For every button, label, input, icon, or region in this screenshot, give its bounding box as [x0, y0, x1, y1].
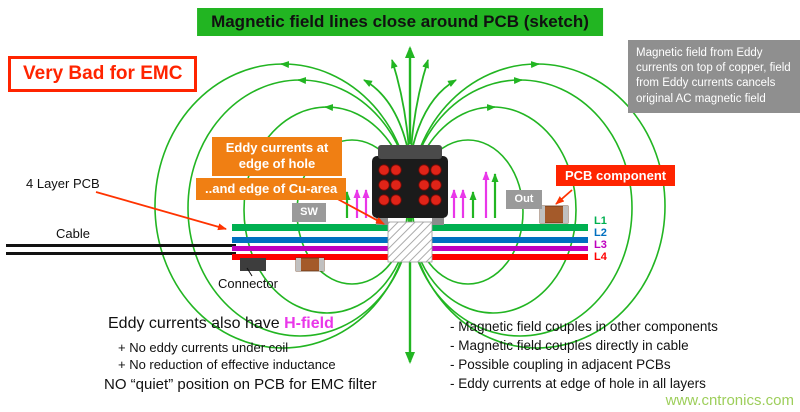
layer-label-l1: L1 [594, 215, 607, 227]
annotation-arrow-hole [331, 195, 385, 225]
hfield-headline-prefix: Eddy currents also have [108, 315, 285, 332]
pcb-hole-hatch [387, 221, 433, 263]
note-right-2: - Magnetic field couples directly in cab… [450, 338, 689, 353]
pcb-component-label: PCB component [556, 165, 676, 186]
h-field-arrows [343, 171, 499, 218]
coil-windings [378, 164, 442, 206]
pcb-component-chip [539, 205, 569, 224]
info-box: Magnetic field from Eddy currents on top… [628, 40, 800, 113]
notes-right: - Magnetic field couples in other compon… [450, 317, 718, 393]
annotation-arrow-pcb [95, 191, 227, 231]
note-right-1: - Magnetic field couples in other compon… [450, 319, 718, 334]
sw-box: SW [292, 203, 326, 222]
coil-component [372, 145, 448, 225]
footer-note: NO “quiet” position on PCB for EMC filte… [104, 376, 377, 393]
layer-label-l3: L3 [594, 239, 607, 251]
note-right-3: - Possible coupling in adjacent PCBs [450, 357, 671, 372]
hfield-headline: Eddy currents also have H-field [108, 315, 334, 333]
connector-chip [240, 258, 266, 271]
note-left-2: + No reduction of effective inductance [118, 357, 336, 372]
layer-label-l4: L4 [594, 251, 607, 263]
cable-label: Cable [56, 226, 90, 241]
very-bad-badge: Very Bad for EMC [8, 56, 198, 92]
cable-lines [6, 244, 236, 255]
annotation-arrows [95, 189, 573, 231]
connector-pointer-line [246, 267, 253, 277]
watermark: www.cntronics.com [665, 392, 794, 409]
annotation-arrow-component [555, 189, 573, 205]
note-left-1: + No eddy currents under coil [118, 340, 289, 355]
eddy-currents-label: Eddy currents at edge of hole [212, 137, 342, 176]
banner: Magnetic field lines close around PCB (s… [197, 8, 603, 36]
pcb-cross-section [232, 221, 588, 263]
layer-label-l2: L2 [594, 227, 607, 239]
cu-area-label: ..and edge of Cu-area [196, 178, 347, 201]
hfield-highlight: H-field [284, 315, 334, 332]
connector-label: Connector [218, 276, 278, 291]
bottom-component-chip [295, 257, 325, 272]
out-box: Out [506, 190, 542, 209]
four-layer-pcb-label: 4 Layer PCB [26, 176, 100, 191]
note-right-4: - Eddy currents at edge of hole in all l… [450, 376, 706, 391]
